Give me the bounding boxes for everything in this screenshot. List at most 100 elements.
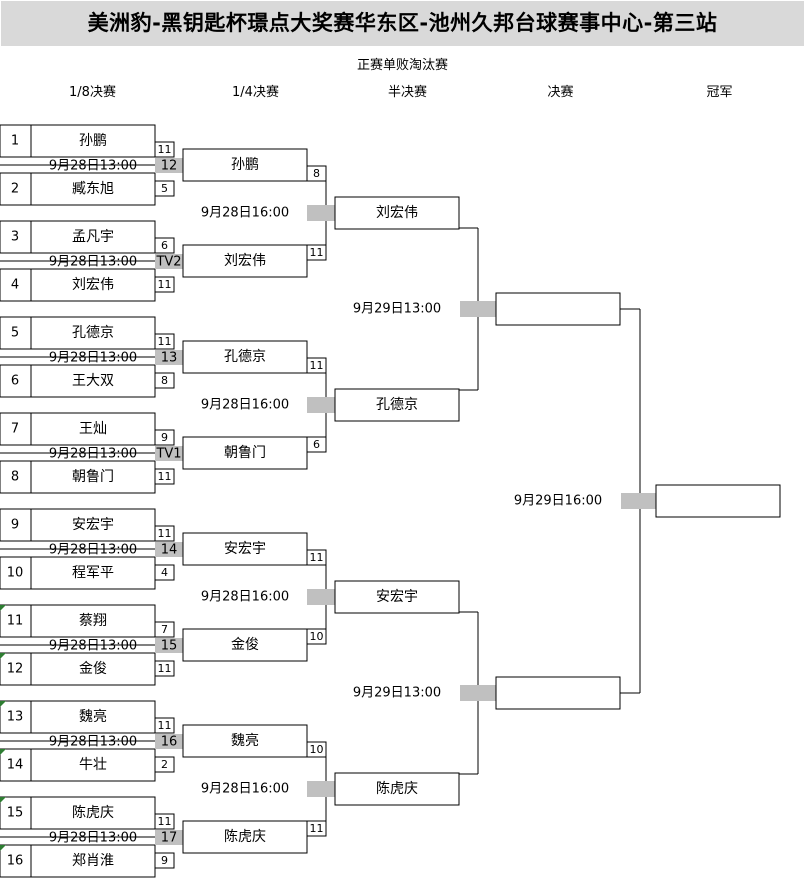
r16-player-name: 蔡翔 (79, 613, 107, 629)
qf-score-box (306, 244, 327, 261)
qf-player-name: 魏亮 (231, 732, 259, 749)
r16-score: 11 (158, 527, 172, 540)
r16-match-connector (155, 638, 183, 653)
r16-player-box (30, 556, 156, 590)
r16-seed-number: 6 (11, 374, 19, 389)
r16-player-box (30, 508, 156, 542)
sf-player-box (334, 772, 460, 806)
r16-seed-number: 4 (11, 278, 19, 293)
sf-player-name: 刘宏伟 (376, 205, 418, 221)
r16-score-box (154, 429, 175, 446)
final-match-time: 9月29日16:00 (514, 494, 602, 509)
r16-score: 11 (158, 278, 172, 291)
sf-player-box (334, 580, 460, 614)
r16-seed-cell (0, 316, 32, 350)
r16-match-connector (155, 542, 183, 557)
sf-match-connector (460, 301, 496, 317)
qf-player-box (182, 244, 308, 278)
r16-seed-cell (0, 268, 32, 302)
r16-score: 11 (158, 143, 172, 156)
r16-score: 11 (158, 815, 172, 828)
r16-score-box (154, 276, 175, 293)
r16-score-box (154, 756, 175, 773)
r16-player-box (30, 844, 156, 878)
r16-score-box (154, 813, 175, 830)
r16-player-box (30, 220, 156, 254)
sf-player-box (334, 196, 460, 230)
qf-player-name: 安宏宇 (224, 541, 266, 557)
final-player-box (495, 292, 621, 326)
bracket-subtitle: 正赛单败淘汰赛 (356, 58, 448, 73)
qf-score: 10 (310, 743, 324, 756)
r16-score: 11 (158, 335, 172, 348)
r16-player-name: 金俊 (79, 661, 107, 677)
qf-score-box (306, 820, 327, 837)
r16-match-number: 15 (161, 639, 178, 654)
r16-match-number: TV2 (155, 255, 181, 270)
qf-player-box (182, 820, 308, 854)
qf-player-name: 刘宏伟 (224, 253, 266, 269)
r16-seed-cell (0, 364, 32, 398)
qf-score-box (306, 628, 327, 645)
r16-seed-number: 5 (11, 326, 19, 341)
r16-score: 8 (161, 374, 168, 387)
r16-match-number: 16 (161, 735, 178, 750)
seed-corner-marker (0, 749, 6, 755)
qf-player-name: 金俊 (231, 637, 259, 653)
r16-score: 11 (158, 662, 172, 675)
r16-score: 11 (158, 719, 172, 732)
sf-player-box (334, 388, 460, 422)
qf-score: 11 (310, 359, 324, 372)
r16-player-name: 王大双 (72, 373, 114, 389)
r16-match-connector (155, 350, 183, 365)
final-match-connector (621, 493, 657, 509)
r16-seed-number: 9 (11, 518, 19, 533)
r16-player-box (30, 604, 156, 638)
r16-player-name: 臧东旭 (72, 180, 114, 197)
r16-player-name: 牛壮 (79, 757, 107, 773)
seed-corner-marker (0, 701, 6, 707)
r16-player-name: 程军平 (72, 565, 114, 581)
r16-seed-cell (0, 508, 32, 542)
qf-match-connector (307, 205, 335, 221)
r16-seed-number: 13 (7, 710, 24, 725)
sf-match-connector (460, 685, 496, 701)
qf-player-name: 孙鹏 (231, 157, 259, 173)
sf-player-name: 孔德京 (376, 397, 418, 413)
seed-corner-marker (0, 845, 6, 851)
round-header-final: 决赛 (547, 85, 574, 100)
qf-score: 10 (310, 630, 324, 643)
champion-box (655, 484, 781, 518)
qf-player-name: 朝鲁门 (224, 445, 266, 461)
r16-seed-cell (0, 412, 32, 446)
qf-score: 6 (313, 438, 320, 451)
r16-seed-number: 12 (7, 662, 24, 677)
qf-score-box (306, 436, 327, 453)
page-title: 美洲豹-黑钥匙杯璟点大奖赛华东区-池州久邦台球赛事中心-第三站 (87, 11, 718, 35)
r16-score: 6 (161, 239, 168, 252)
r16-player-name: 郑肖淮 (72, 853, 114, 869)
r16-score-box (154, 717, 175, 734)
r16-match-time: 9月28日13:00 (49, 831, 137, 846)
qf-player-name: 孔德京 (224, 349, 266, 365)
r16-match-connector (155, 446, 183, 461)
seed-corner-marker (0, 653, 6, 659)
qf-score: 8 (313, 167, 320, 180)
round-header-sf: 半决赛 (387, 85, 427, 100)
round-header-qf: 1/4决赛 (232, 85, 279, 100)
r16-score: 5 (161, 182, 168, 195)
r16-seed-number: 1 (11, 134, 19, 149)
r16-score-box (154, 564, 175, 581)
r16-player-name: 朝鲁门 (72, 469, 114, 485)
r16-match-number: 12 (161, 159, 178, 174)
r16-seed-cell (0, 796, 32, 830)
r16-player-box (30, 796, 156, 830)
final-player-box (495, 676, 621, 710)
r16-match-number: 13 (161, 351, 178, 366)
r16-score-box (154, 180, 175, 197)
qf-player-box (182, 628, 308, 662)
qf-match-time: 9月28日16:00 (201, 206, 289, 221)
seed-corner-marker (0, 605, 6, 611)
qf-score-box (306, 549, 327, 566)
